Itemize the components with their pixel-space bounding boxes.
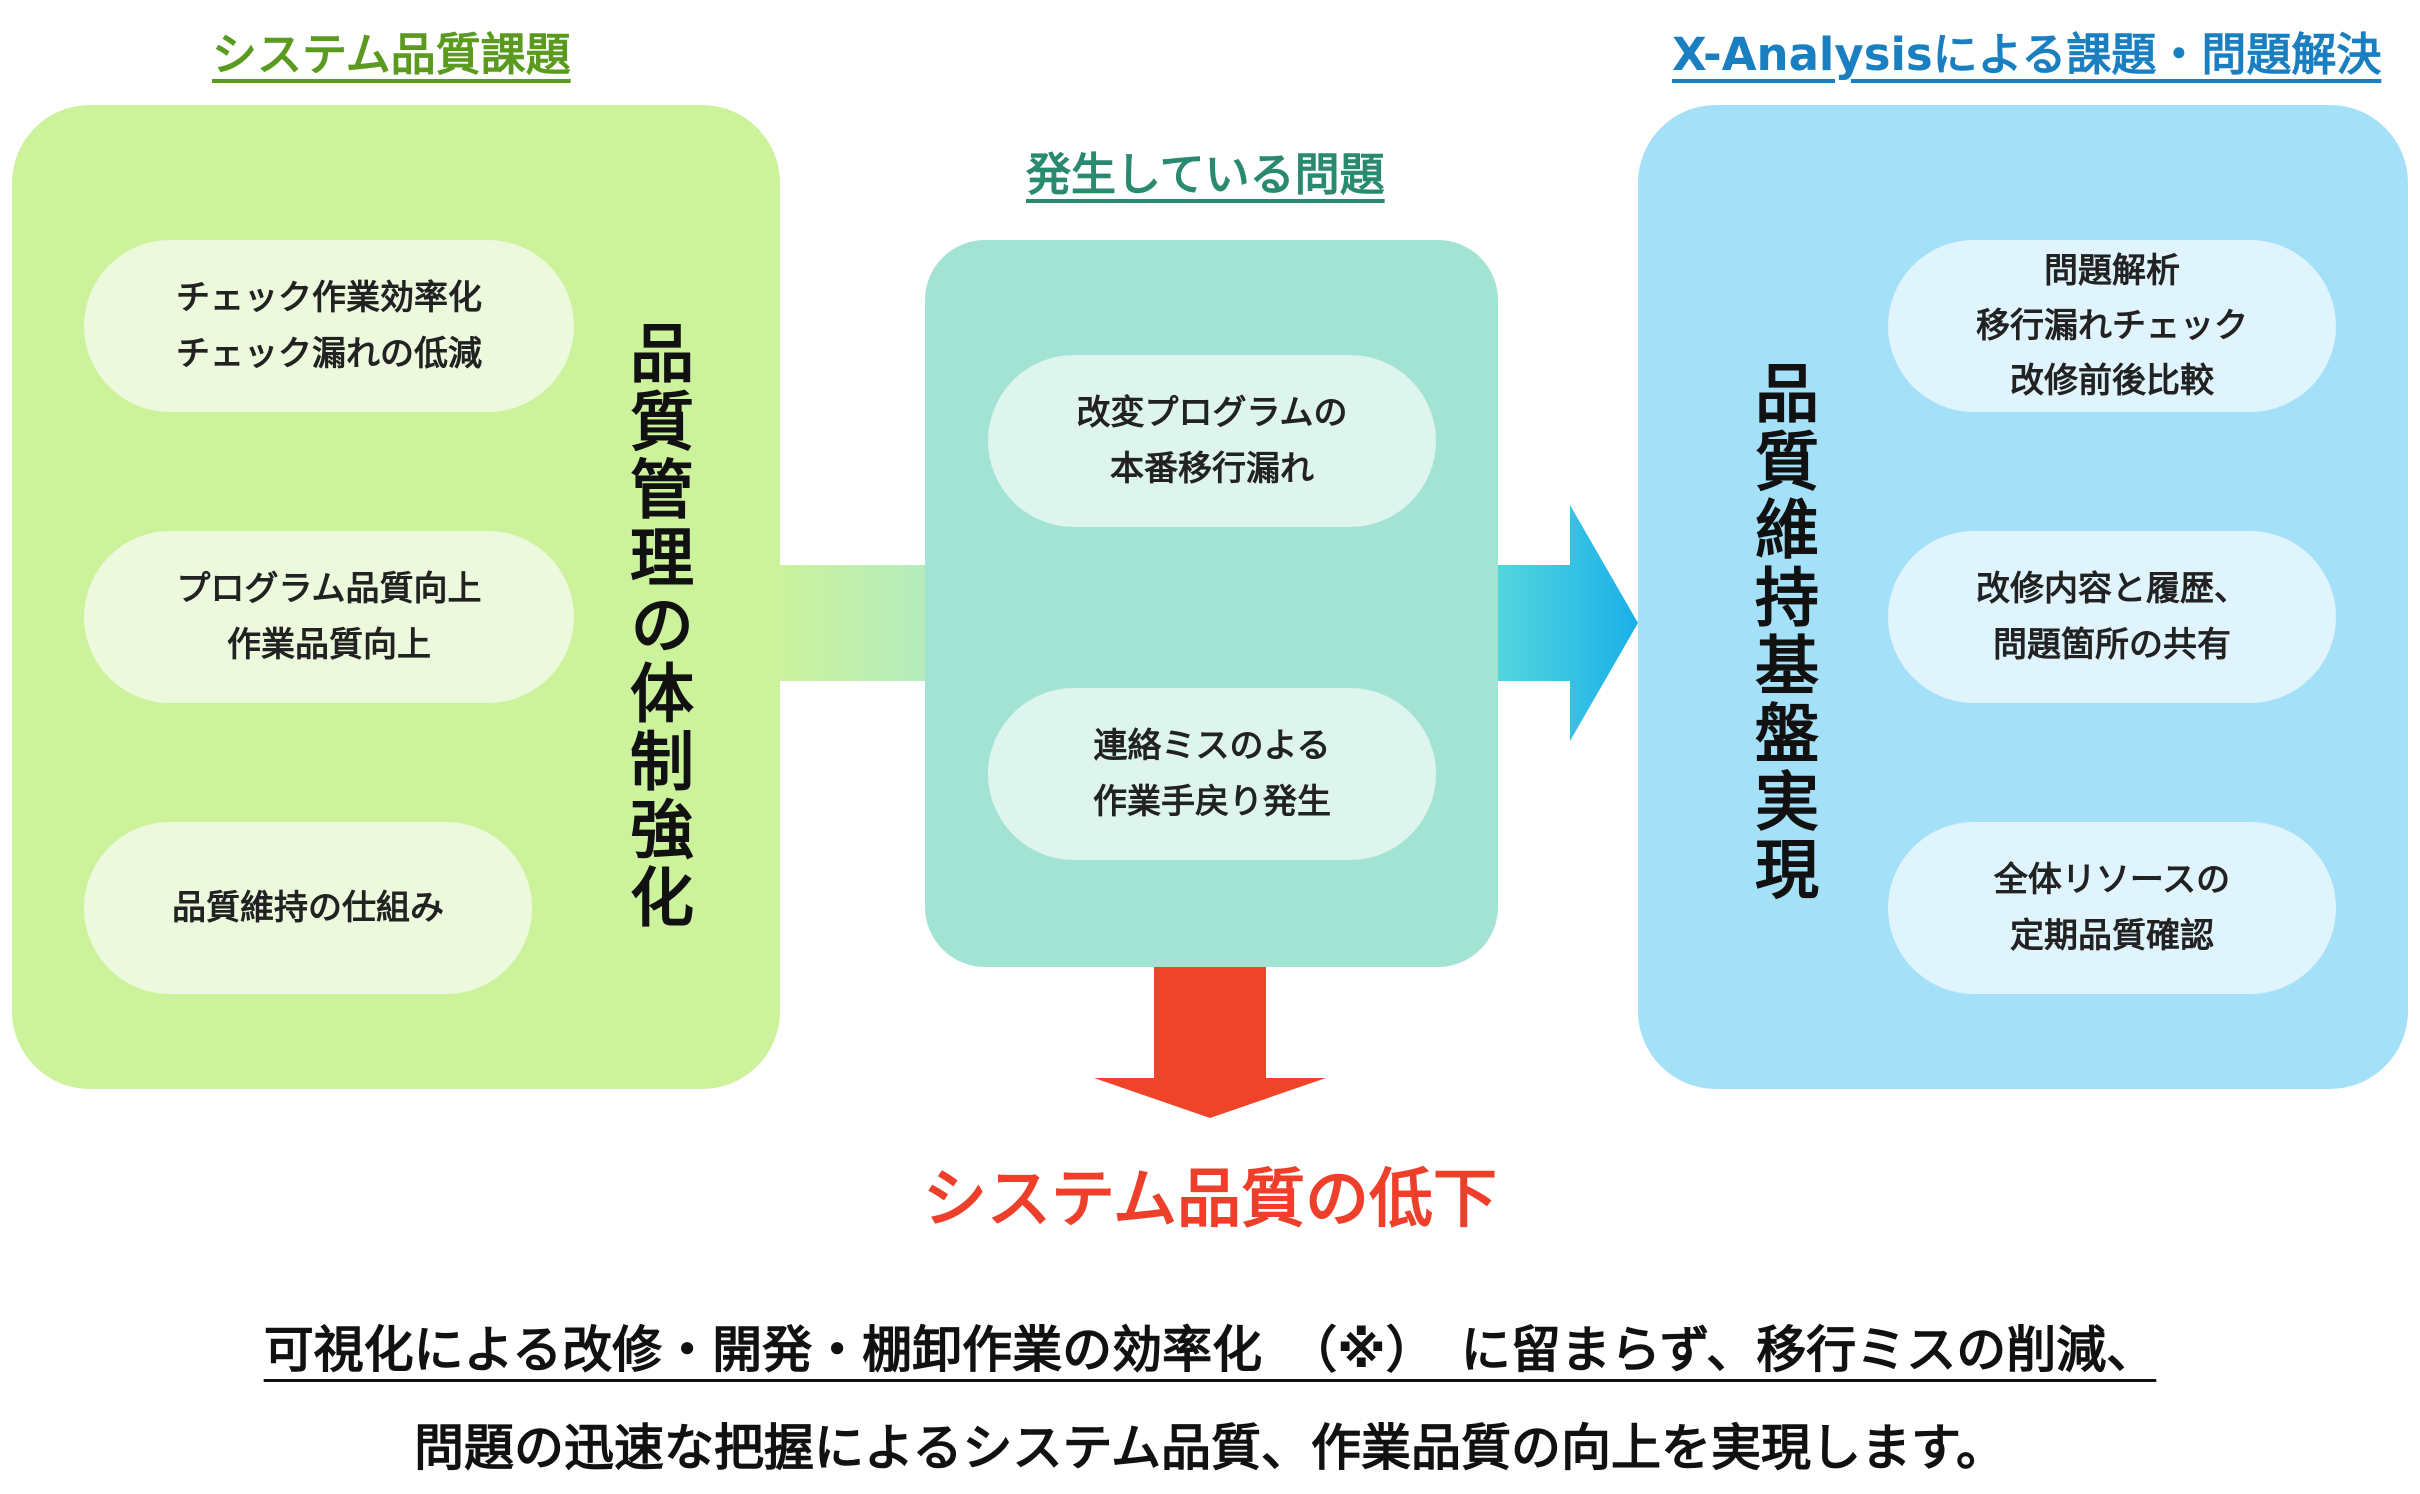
right-heading: X-Analysisによる課題・問題解決 — [1672, 28, 2382, 81]
footer-line-1: 可視化による改修・開発・棚卸作業の効率化 （※） に留まらず、移行ミスの削減、 — [263, 1321, 2157, 1379]
footer-line-2: 問題の迅速な把握によるシステム品質、作業品質の向上を実現します。 — [414, 1419, 2006, 1477]
left-item-1-line-2: チェック漏れの低減 — [176, 334, 482, 374]
middle-heading: 発生している問題 — [1026, 148, 1385, 201]
middle-item-1: 改変プログラムの 本番移行漏れ — [988, 355, 1436, 527]
right-item-1-line-1: 問題解析 — [2044, 250, 2180, 291]
left-item-2-line-2: 作業品質向上 — [226, 625, 431, 665]
left-heading: システム品質課題 — [212, 28, 571, 81]
left-vertical-title: 品質管理の体制強化 — [619, 320, 693, 932]
left-to-middle-connector — [775, 565, 935, 681]
left-item-1-line-1: チェック作業効率化 — [176, 278, 482, 318]
left-item-1: チェック作業効率化 チェック漏れの低減 — [84, 240, 574, 412]
middle-item-2-line-1: 連絡ミスのよる — [1093, 726, 1331, 766]
middle-item-2: 連絡ミスのよる 作業手戻り発生 — [988, 688, 1436, 860]
right-item-3-line-2: 定期品質確認 — [2010, 916, 2214, 956]
middle-to-right-arrow-icon — [1495, 505, 1638, 741]
left-item-2: プログラム品質向上 作業品質向上 — [84, 531, 574, 703]
right-item-2: 改修内容と履歴、 問題箇所の共有 — [1888, 531, 2336, 703]
right-item-2-line-2: 問題箇所の共有 — [1993, 625, 2231, 665]
right-item-2-line-1: 改修内容と履歴、 — [1976, 569, 2248, 609]
middle-item-2-line-2: 作業手戻り発生 — [1093, 782, 1331, 822]
right-item-1-line-2: 移行漏れチェック — [1976, 305, 2248, 346]
right-item-1-line-3: 改修前後比較 — [2010, 360, 2214, 401]
right-item-3: 全体リソースの 定期品質確認 — [1888, 822, 2336, 994]
left-item-3-line-1: 品質維持の仕組み — [172, 888, 444, 928]
down-red-arrow-icon — [1094, 966, 1326, 1118]
middle-item-1-line-2: 本番移行漏れ — [1109, 449, 1314, 489]
right-item-3-line-1: 全体リソースの — [1993, 860, 2231, 900]
left-item-2-line-1: プログラム品質向上 — [176, 569, 482, 609]
right-item-1: 問題解析 移行漏れチェック 改修前後比較 — [1888, 240, 2336, 412]
result-text: システム品質の低下 — [922, 1163, 1498, 1237]
right-vertical-title: 品質維持基盤実現 — [1744, 360, 1818, 904]
middle-item-1-line-1: 改変プログラムの — [1076, 393, 1348, 433]
left-item-3: 品質維持の仕組み — [84, 822, 532, 994]
